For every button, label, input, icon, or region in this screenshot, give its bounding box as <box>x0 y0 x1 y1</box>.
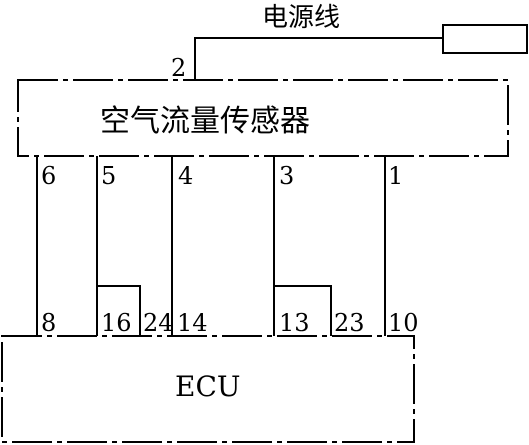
ecu-pin-24: 24 <box>143 309 174 337</box>
sensor-label: 空气流量传感器 <box>100 104 310 139</box>
sensor-box <box>17 79 509 157</box>
ecu-box <box>1 335 415 443</box>
sensor-pin-4: 4 <box>178 162 193 190</box>
ecu-label: ECU <box>175 370 240 403</box>
ecu-pin-23: 23 <box>334 309 365 337</box>
power-line-label: 电源线 <box>262 3 340 33</box>
wire-13-23-loop <box>274 285 332 336</box>
ecu-pin-10: 10 <box>388 309 419 337</box>
sensor-pin-3: 3 <box>279 162 294 190</box>
ecu-pin-8: 8 <box>41 309 56 337</box>
wire-16-24-loop <box>97 285 141 336</box>
sensor-pin-6: 6 <box>41 162 56 190</box>
power-line-wire <box>194 37 443 80</box>
sensor-pin-2: 2 <box>171 54 186 82</box>
ecu-pin-14: 14 <box>177 309 208 337</box>
power-connector-box <box>442 24 528 54</box>
sensor-pin-5: 5 <box>101 162 116 190</box>
sensor-pin-1: 1 <box>388 162 403 190</box>
ecu-pin-16: 16 <box>101 309 132 337</box>
ecu-pin-13: 13 <box>279 309 310 337</box>
